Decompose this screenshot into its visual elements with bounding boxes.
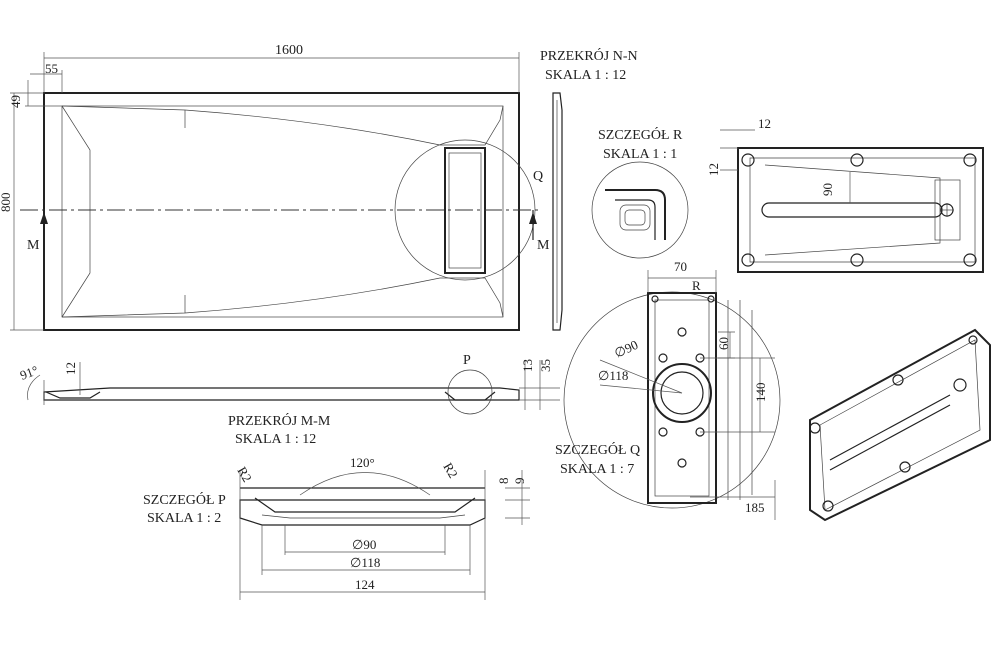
q-dim-60: 60 (716, 337, 731, 350)
detail-p-view (239, 470, 530, 600)
detail-p-title: SZCZEGÓŁ P (143, 491, 226, 508)
marker-q: Q (533, 169, 543, 184)
q-marker-r: R (692, 278, 701, 293)
p-radius-left: R2 (234, 464, 255, 485)
drain-hole-outer (652, 363, 712, 423)
tray-outline (43, 92, 520, 331)
q-dim-d118: ∅118 (598, 368, 628, 383)
p-dim-8: 8 (496, 478, 511, 485)
back-view (720, 129, 984, 273)
marker-m-right: M (537, 238, 550, 253)
section-nn-title: PRZEKRÓJ N-N (540, 47, 638, 64)
section-mm-title: PRZEKRÓJ M-M (228, 412, 331, 429)
section-nn-view (552, 92, 563, 331)
p-dim-124: 124 (355, 577, 375, 592)
isometric-view (809, 328, 991, 522)
marker-p: P (463, 353, 471, 368)
detail-r-scale: SKALA 1 : 1 (603, 147, 677, 162)
marker-m-left: M (27, 238, 40, 253)
section-arrow-left (40, 212, 48, 224)
labels: 1600 55 49 800 M M Q PRZEKRÓJ N-N SKALA … (0, 43, 835, 592)
detail-r-view (591, 161, 689, 259)
section-mm-scale: SKALA 1 : 12 (235, 432, 316, 447)
dim-1600: 1600 (275, 43, 303, 58)
p-dim-d118: ∅118 (350, 555, 380, 570)
back-dim-12-h: 12 (758, 116, 771, 131)
angle-91: 91° (18, 362, 40, 382)
mm-dim-13: 13 (520, 359, 535, 372)
p-dim-9: 9 (512, 478, 527, 485)
q-dim-d90: ∅90 (612, 337, 640, 361)
section-arrow-right (529, 212, 537, 224)
detail-q-view (563, 270, 781, 520)
p-angle-120: 120° (350, 455, 375, 470)
q-dim-70: 70 (674, 259, 687, 274)
top-view (10, 52, 540, 331)
tray-inner-outline (61, 105, 504, 318)
back-outline (737, 147, 984, 273)
dim-800: 800 (0, 193, 13, 213)
back-dim-12-v: 12 (706, 163, 721, 176)
p-radius-right: R2 (440, 460, 461, 481)
back-dim-90: 90 (820, 183, 835, 196)
p-dim-d90: ∅90 (352, 537, 376, 552)
detail-q-title: SZCZEGÓŁ Q (555, 441, 640, 458)
mm-dim-12: 12 (63, 362, 78, 375)
section-mm-view (27, 360, 560, 415)
detail-p-scale: SKALA 1 : 2 (147, 511, 221, 526)
section-nn-scale: SKALA 1 : 12 (545, 68, 626, 83)
drain-plate (647, 292, 717, 504)
drain-box (444, 147, 486, 274)
dim-55: 55 (45, 61, 58, 76)
mm-dim-35: 35 (538, 359, 553, 372)
detail-r-title: SZCZEGÓŁ R (598, 126, 683, 143)
dim-49: 49 (8, 95, 23, 108)
q-dim-185: 185 (745, 500, 765, 515)
detail-q-scale: SKALA 1 : 7 (560, 462, 634, 477)
q-dim-140: 140 (753, 383, 768, 403)
